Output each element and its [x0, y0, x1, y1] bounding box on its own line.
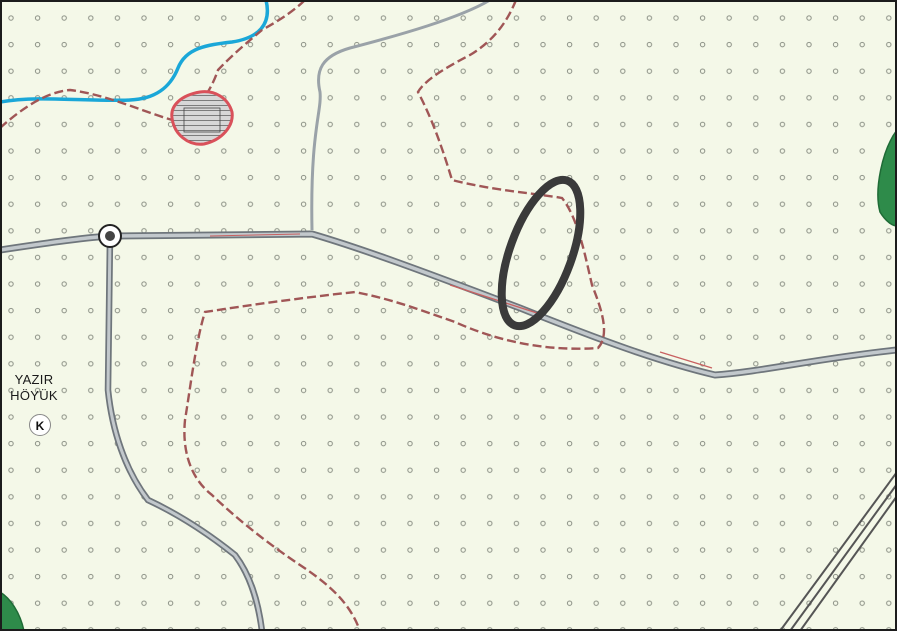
railway: [779, 471, 897, 631]
place-label-line1: YAZIR: [14, 372, 54, 387]
settlement: [170, 90, 234, 146]
road-south: [104, 235, 266, 631]
forest-area-east: [877, 128, 897, 227]
place-label: YAZIR HÖYÜK: [8, 372, 60, 404]
junction-marker-icon[interactable]: [98, 224, 122, 248]
highlight-ellipse[interactable]: [486, 170, 597, 336]
forest-area-southwest: [0, 591, 25, 631]
river: [0, 0, 270, 104]
settlement-hatch-icon: [183, 107, 221, 133]
place-label-line2: HÖYÜK: [10, 388, 58, 403]
road-north: [310, 0, 491, 231]
site-badge-icon[interactable]: K: [29, 414, 51, 436]
